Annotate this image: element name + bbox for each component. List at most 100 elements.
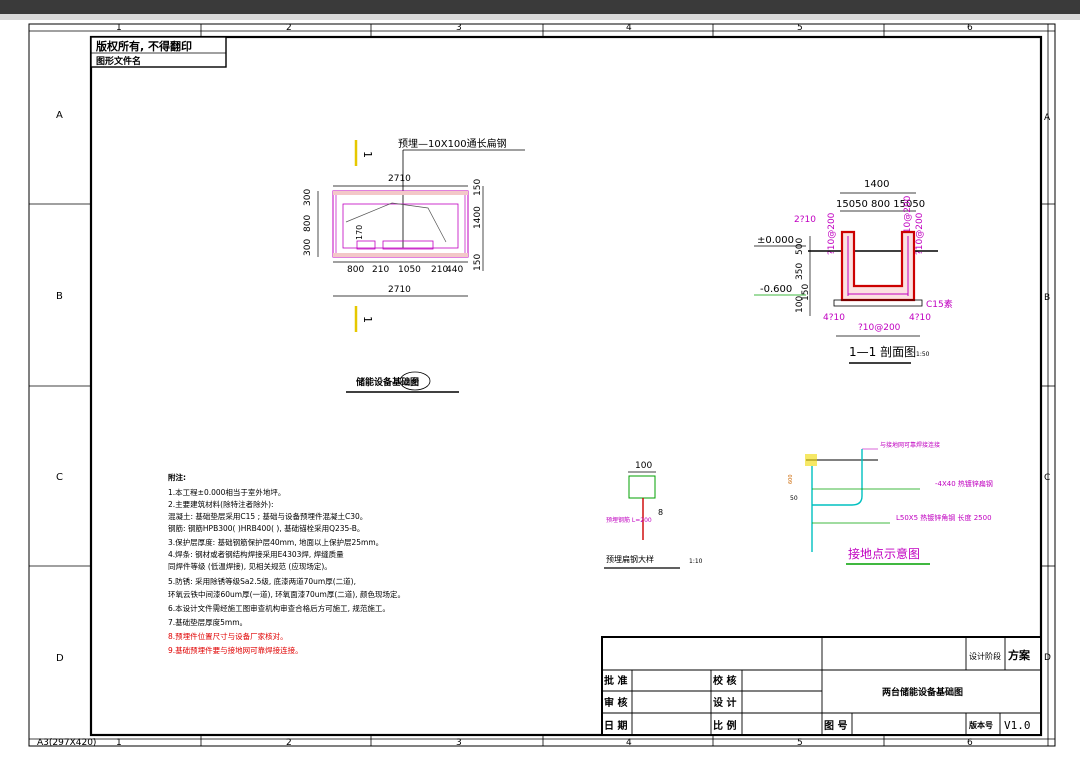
row-letter: C [1044,473,1050,483]
col-number: 2 [286,738,292,748]
section-mark-label: 1 [361,316,374,323]
col-number: 2 [286,23,292,33]
inner-frame [89,35,1043,737]
file-name-label: 图形文件名 [96,55,141,67]
copyright-text: 版权所有, 不得翻印 [96,39,192,53]
rebar-side-left: ?10@200 [827,212,837,255]
dim-seg: 1050 [398,265,421,275]
row-letter: A [56,110,63,121]
note-line: 4.焊条: 钢材或者钢结构焊接采用E4303焊, 焊缝质量 [168,549,344,559]
drawing-name: 两台储能设备基础图 [882,686,963,698]
note-line: 5.防锈: 采用除锈等级Sa2.5级, 底漆两道70um厚(二道), [168,576,356,586]
row-letter: C [56,472,63,483]
sheet-size-label: A3(297X420) [37,738,96,748]
col-number: 3 [456,738,462,748]
stage-value: 方案 [1008,648,1031,662]
dim-bottom: 2710 [388,285,411,295]
design-label: 设 计 [713,696,736,709]
ground-label-angle: L50X5 热镀锌角钢 长度 2500 [896,513,992,522]
col-number: 6 [967,23,973,33]
note-line-red: 9.基础预埋件要与接地网可靠焊接连接。 [168,645,303,655]
dim-right-mid: 1400 [473,206,483,229]
embed-scale: 1:10 [689,558,703,565]
ground-title: 接地点示意图 [848,546,920,561]
dim-right-top: 150 [473,179,483,196]
dim-left-bot: 300 [303,239,313,256]
note-line: 7.基础垫层厚度5mm。 [168,617,247,627]
viewer-top-bar [0,0,1080,14]
col-number: 4 [626,23,632,33]
section-dim-v3: 100 [795,296,805,313]
col-number: 3 [456,23,462,33]
section-dim-width: 1400 [864,179,889,190]
section-title: 1—1 剖面图 [849,345,916,359]
grid-top [29,24,1055,37]
dim-seg: 800 [347,265,364,275]
plan-count: 2台 [405,376,420,388]
outer-frame [28,23,1056,747]
section-view: 1400 15050 800 15050 2?10 ?10@200 ?10@20… [754,179,953,364]
drawing-no-label: 图 号 [824,720,847,732]
review-label: 审 核 [604,696,627,709]
level-bottom: -0.600 [760,284,792,295]
dim-left-mid: 800 [303,215,313,232]
embed-label: 预埋—10X100通长扁钢 [398,137,507,150]
col-number: 5 [797,738,803,748]
dim-seg: 440 [446,265,463,275]
dim-seg: 210 [431,265,448,275]
row-letter: D [1044,653,1051,663]
dim-inner: 170 [355,225,364,240]
section-dim-parts: 15050 800 15050 [836,199,925,210]
note-line: 钢筋: 钢筋HPB300( )HRB400( ), 基础锚栓采用Q235-B。 [168,523,364,533]
col-number: 5 [797,23,803,33]
ground-dim-b: 50 [790,495,798,502]
row-letter: B [1044,293,1050,303]
version-value: V1.0 [1004,719,1031,732]
section-scale: 1:50 [916,351,930,358]
note-line: 环氧云铁中间漆60um厚(一道), 环氧面漆70um厚(二道), 颜色现场定。 [168,589,405,599]
dim-seg: 210 [372,265,389,275]
ground-label-top: 与接地网可靠焊接连接 [880,441,940,449]
grid-bottom [29,735,1055,746]
viewer-shadow [0,14,1080,20]
section-dim-v4: 150 [801,284,811,301]
col-numbers-bottom: 1 2 3 4 5 6 [116,738,973,748]
grid-left [29,203,91,567]
note-line: 2.主要建筑材料(除特注者除外): [168,499,274,509]
col-number: 6 [967,738,973,748]
scale-label: 比 例 [713,719,736,732]
ground-label-flat: -4X40 热镀锌扁钢 [935,479,993,488]
embed-note: 预埋钢筋 L=200 [606,516,652,524]
grounding-detail: 与接地网可靠焊接连接 -4X40 热镀锌扁钢 L50X5 热镀锌角钢 长度 25… [788,441,993,565]
plan-title: 储能设备基础图 [356,376,419,388]
col-numbers-top: 1 2 3 4 5 6 [116,23,973,33]
embed-dim: 100 [635,461,652,471]
note-line-red: 8.预埋件位置尺寸与设备厂家核对。 [168,631,288,641]
col-number: 4 [626,738,632,748]
row-letter: B [56,291,63,302]
section-mark-label: 1 [361,151,374,158]
row-letter: D [56,653,64,664]
date-label: 日 期 [604,719,627,732]
level-top: ±0.000 [757,235,794,246]
rebar-side-right: ?10@200 [915,212,925,255]
embed-detail: 100 8 预埋钢筋 L=200 预埋扁钢大样 1:10 [604,461,703,569]
version-label: 版本号 [968,720,993,730]
rebar-bot-right: 4?10 [909,313,931,323]
grid-right [1041,24,1055,746]
rebar-top-right: ?10@200 [903,195,913,238]
stage-label: 设计阶段 [969,651,1001,661]
dim-right-bot: 150 [473,254,483,271]
rebar-top-left: 2?10 [794,215,816,225]
note-line: 混凝土: 基础垫层采用C15 ; 基础与设备预埋件混凝土C30。 [168,511,367,521]
concrete-label: C15素 [926,298,953,310]
section-dim-v1: 500 [795,238,805,255]
note-line: 6.本设计文件需经施工图审查机构审查合格后方可施工, 规范施工。 [168,603,390,613]
check-label: 校 核 [713,674,736,687]
approve-label: 批 准 [604,674,627,687]
row-letters-left: A B C D [56,110,64,664]
notes-heading: 附注: [168,472,186,482]
rebar-bot-mid: ?10@200 [858,323,901,333]
row-letters-right: A B C D [1044,113,1051,663]
